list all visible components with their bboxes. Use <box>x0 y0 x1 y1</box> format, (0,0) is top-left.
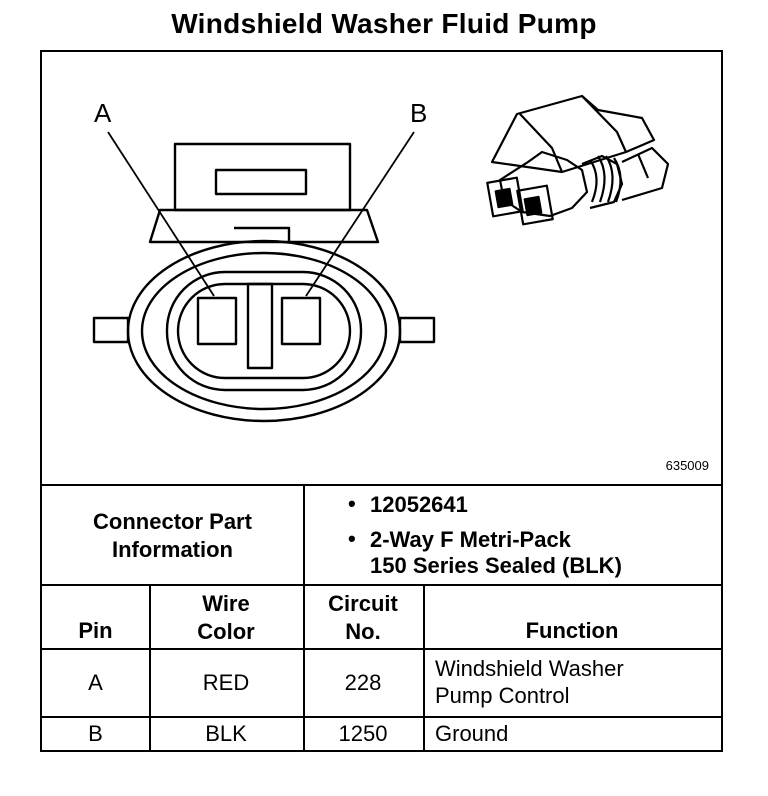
row-b-function: Ground <box>435 721 509 746</box>
header-circuit-line1: Circuit <box>328 591 398 616</box>
divider-row-a <box>42 716 721 718</box>
connector-description-line2: 150 Series Sealed (BLK) <box>370 553 622 578</box>
connector-info-label-line2: Information <box>112 537 233 562</box>
bullet-part-number: • <box>348 491 356 516</box>
divider-col-circuit <box>423 584 425 752</box>
leader-line-b <box>305 131 415 297</box>
pin-b-callout: B <box>410 98 428 128</box>
collar-outline <box>148 208 380 244</box>
divider-info <box>42 584 721 586</box>
lock-slot <box>214 168 308 196</box>
header-circuit-line2: No. <box>345 619 381 644</box>
connector-description: 2-Way F Metri-Pack 150 Series Sealed (BL… <box>370 527 622 579</box>
row-a-wire-color: RED <box>202 670 250 695</box>
divider-header <box>42 648 721 650</box>
connector-description-line1: 2-Way F Metri-Pack <box>370 527 571 552</box>
row-a-function-line1: Windshield Washer <box>435 656 624 681</box>
bullet-description: • <box>348 526 356 551</box>
leader-line-a <box>107 131 215 297</box>
divider-info-col <box>303 484 305 584</box>
divider-col-pin <box>149 584 151 752</box>
left-ear <box>92 316 130 344</box>
connector-diagram: A B 635009 <box>42 52 721 484</box>
connector-info-label-line1: Connector Part <box>93 509 252 534</box>
outer-shell <box>126 239 402 423</box>
terminal-b <box>280 296 322 346</box>
divider-col-color <box>303 584 305 752</box>
row-a-function-line2: Pump Control <box>435 683 570 708</box>
terminal-a <box>196 296 238 346</box>
row-b-circuit: 1250 <box>338 721 388 746</box>
collar-notch <box>234 226 291 242</box>
connector-info-label: Connector Part Information <box>42 508 303 564</box>
header-wire-color-line1: Wire <box>202 591 250 616</box>
connector-sheet: A B 635009 Connector Part Information • … <box>40 50 723 752</box>
row-b-wire-color: BLK <box>205 721 247 746</box>
seal-outer <box>165 270 363 392</box>
row-a-pin: A <box>88 670 103 695</box>
row-b-pin: B <box>88 721 103 746</box>
header-wire-color-line2: Color <box>197 619 255 644</box>
row-a-function: Windshield Washer Pump Control <box>435 655 715 709</box>
shell-ring <box>140 251 388 411</box>
divider-diagram <box>42 484 721 486</box>
connector-iso-drawing <box>486 94 670 226</box>
row-a-circuit: 228 <box>344 670 382 695</box>
page-title: Windshield Washer Fluid Pump <box>171 8 597 39</box>
header-wire-color: Wire Color <box>149 590 303 646</box>
connector-face-drawing <box>92 94 670 423</box>
part-number: 12052641 <box>370 492 468 517</box>
header-pin: Pin <box>78 618 113 643</box>
header-function: Function <box>525 618 619 643</box>
illustration-code: 635009 <box>665 458 709 473</box>
right-ear <box>398 316 436 344</box>
pin-a-callout: A <box>94 98 112 128</box>
lock-tab-outline <box>173 142 352 212</box>
header-circuit: Circuit No. <box>303 590 423 646</box>
center-rib <box>246 282 274 370</box>
